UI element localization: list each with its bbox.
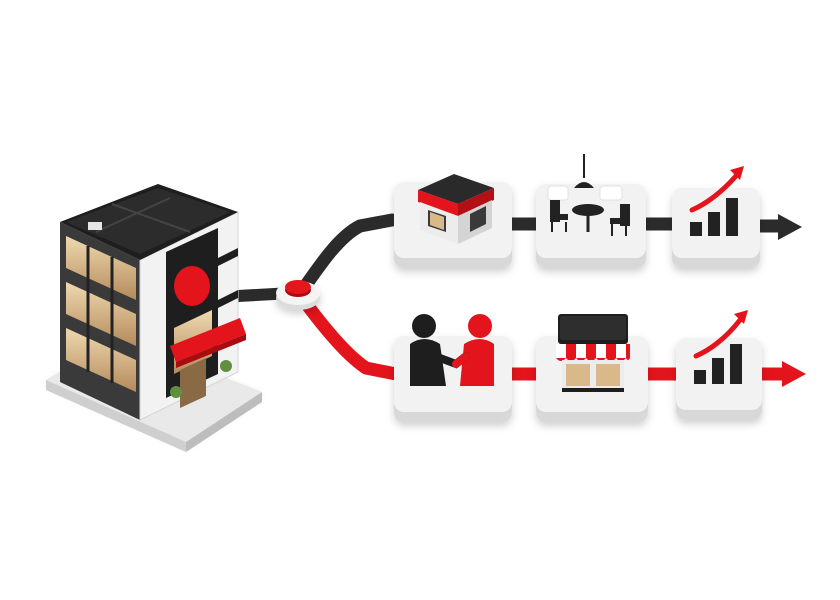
connector-paths xyxy=(232,213,786,381)
handshake-icon xyxy=(410,314,494,386)
building-icon xyxy=(46,184,262,452)
cafe-furniture-icon xyxy=(547,154,630,236)
arrow-icon xyxy=(782,361,806,387)
path-bottom xyxy=(301,299,403,381)
red-node-icon xyxy=(276,280,320,310)
growth-chart-icon xyxy=(693,310,748,384)
growth-chart-icon xyxy=(689,166,744,236)
path-top xyxy=(297,213,399,295)
step-tile-cafe xyxy=(536,184,646,268)
storefront-awning-icon xyxy=(556,314,630,392)
arrow-icon xyxy=(778,214,802,240)
small-shop-icon xyxy=(418,174,494,244)
